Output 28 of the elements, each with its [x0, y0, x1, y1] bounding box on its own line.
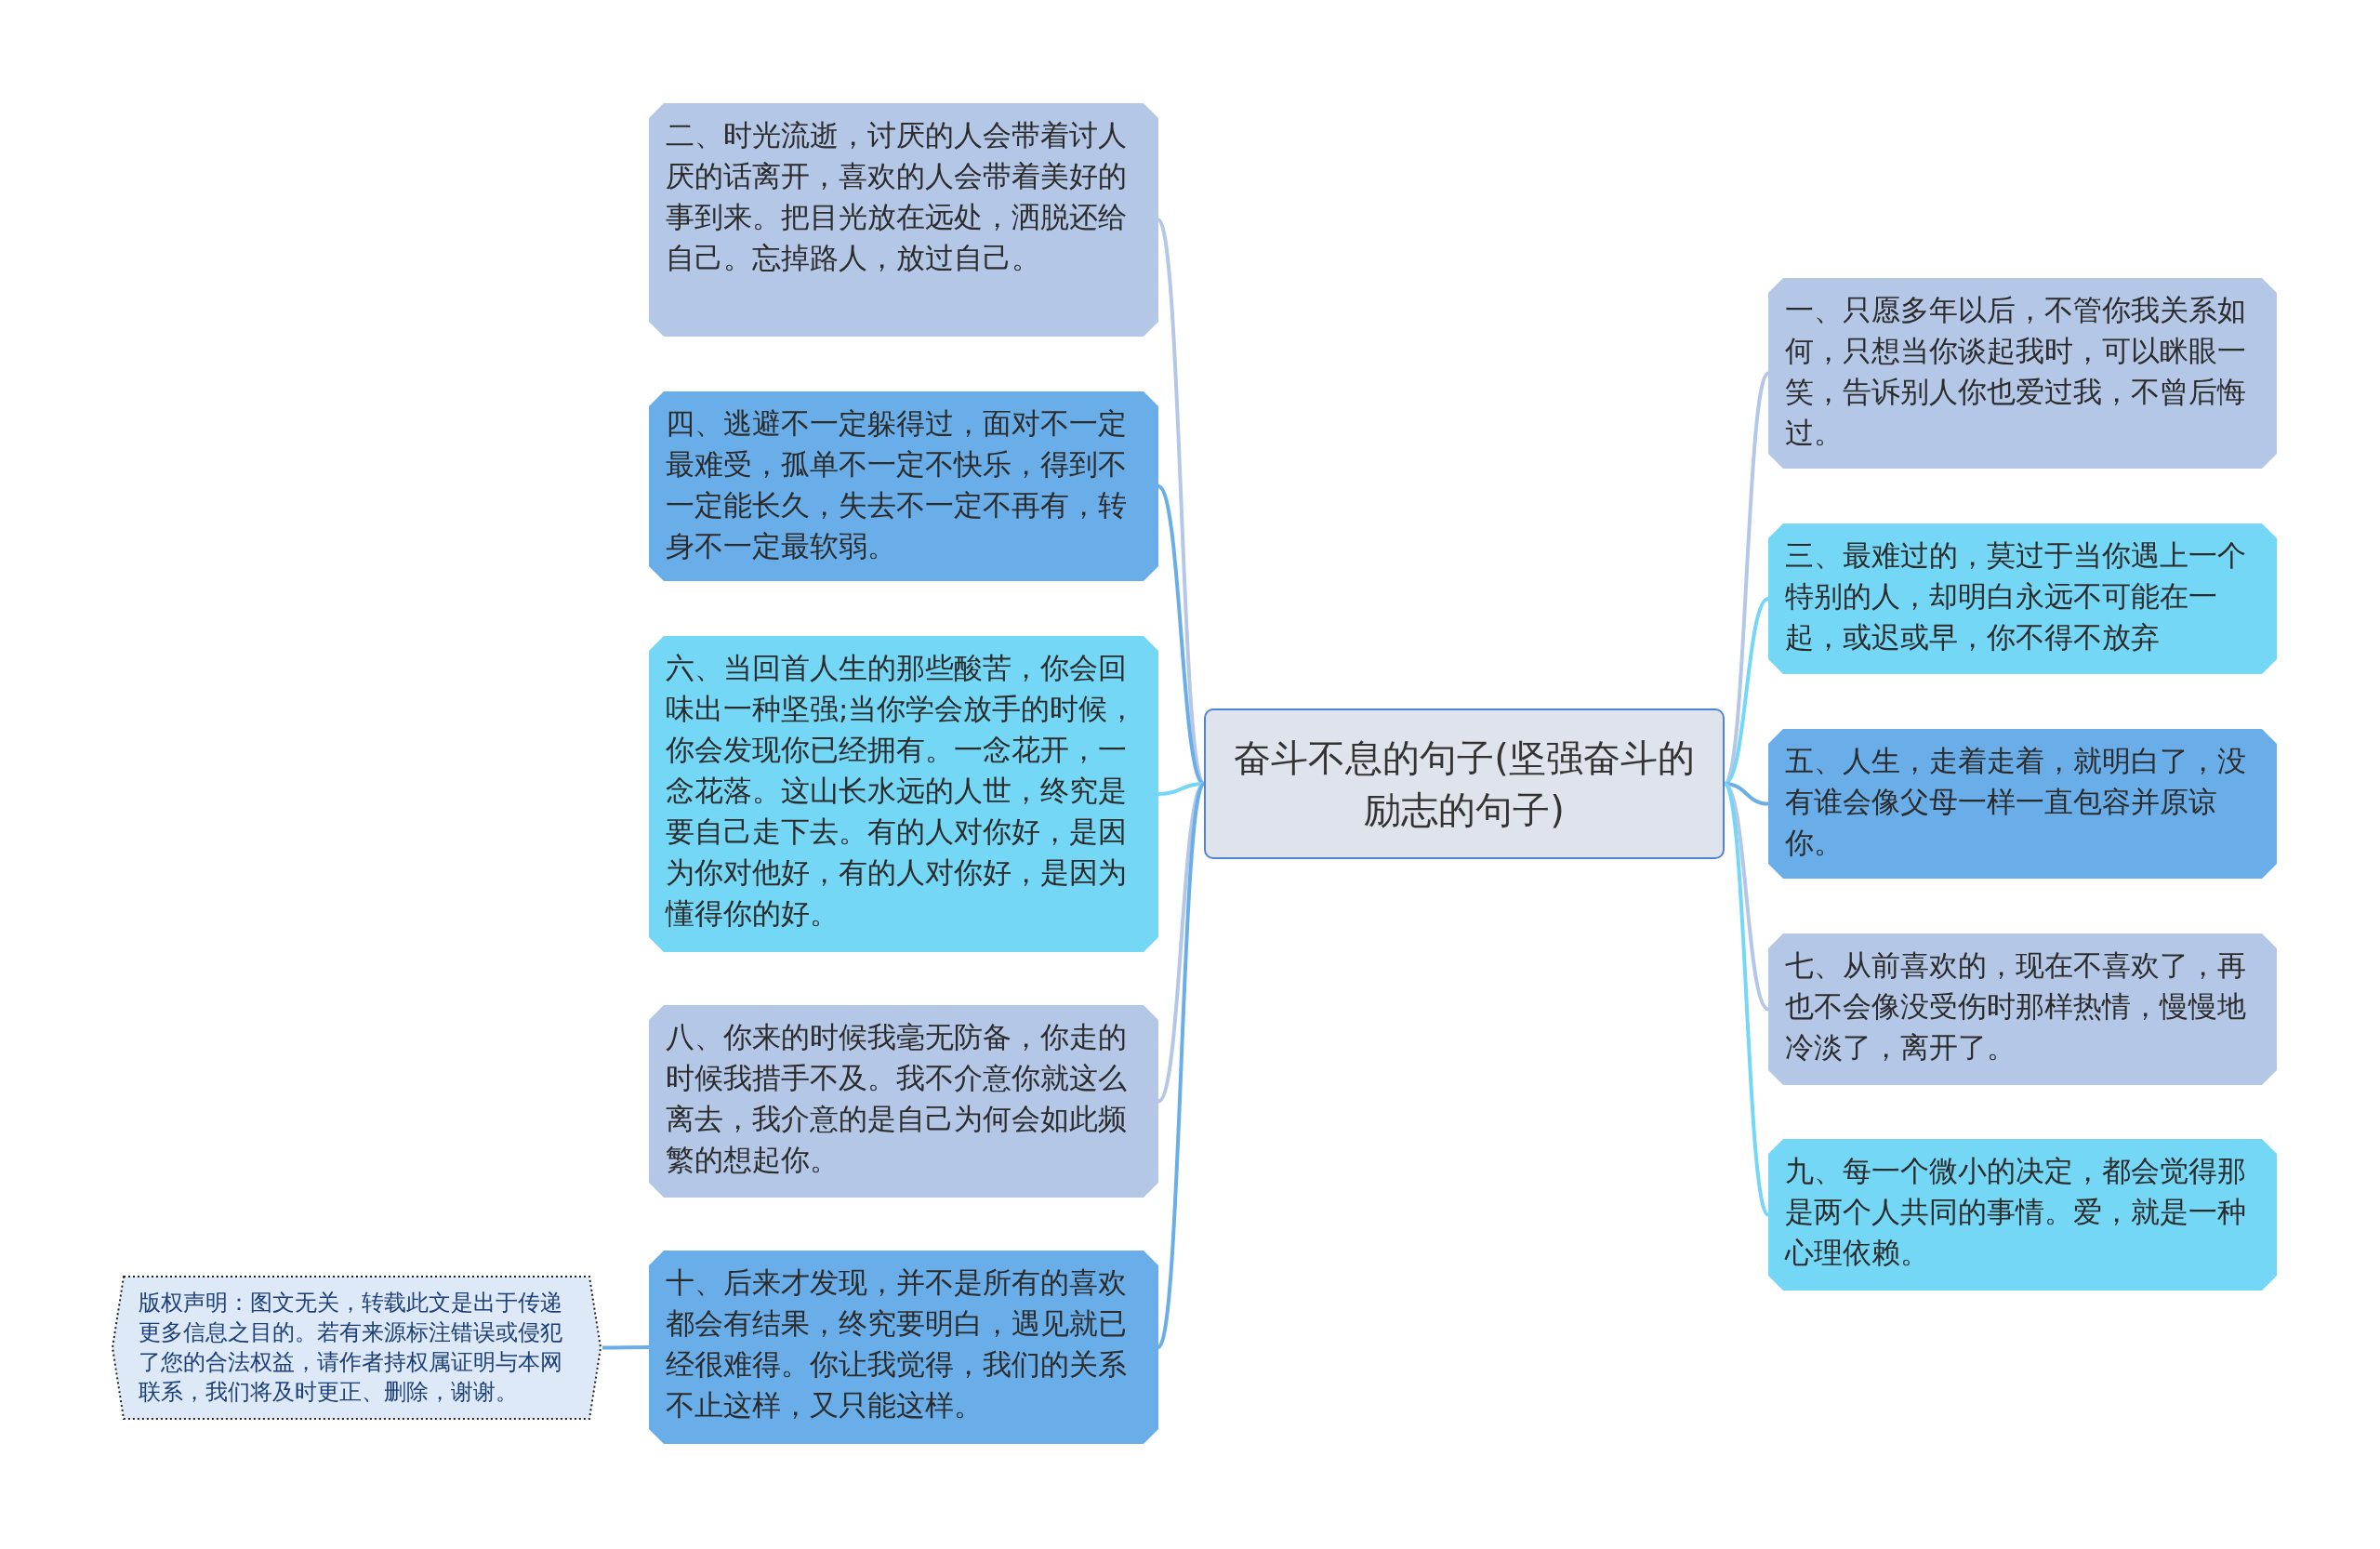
topic-text: 六、当回首人生的那些酸苦，你会回味出一种坚强;当你学会放手的时候，你会发现你已经拥有。一念花开，一念花落。这山长水远的人世，终究是要自己走下去。有的人对你好，是因为你对他好，有的人对你好，是因为懂得你的好。 [666, 650, 1138, 932]
topic-text: 二、时光流逝，讨厌的人会带着讨人厌的话离开，喜欢的人会带着美好的事到来。把目光放在远处，洒脱还给自己。忘掉路人，放过自己。 [666, 117, 1128, 276]
topic-box [649, 636, 1158, 952]
topic-text: 四、逃避不一定躲得过，面对不一定最难受，孤单不一定不快乐，得到不一定能长久，失去不一定不再有，转身不一定最软弱。 [666, 405, 1128, 564]
topic-box [649, 1251, 1158, 1444]
topic-text: 三、最难过的，莫过于当你遇上一个特别的人，却明白永远不可能在一起，或迟或早，你不得不放弃 [1785, 537, 2247, 655]
note-text: 版权声明：图文无关，转载此文是出于传递更多信息之目的。若有来源标注错误或侵犯了您的合法权益，请作者持权属证明与本网联系，我们将及时更正、删除，谢谢。 [139, 1289, 563, 1407]
topic-text: 一、只愿多年以后，不管你我关系如何，只想当你谈起我时，可以眯眼一笑，告诉别人你也爱过我，不曾后悔过。 [1785, 292, 2247, 451]
topic-text: 五、人生，走着走着，就明白了，没有谁会像父母一样一直包容并原谅你。 [1785, 743, 2247, 861]
topic-box [1768, 729, 2277, 879]
topic-box [649, 391, 1158, 581]
connector-line [1723, 782, 1770, 1216]
topic-text: 十、后来才发现，并不是所有的喜欢都会有结果，终究要明白，遇见就已经很难得。你让我觉得，我们的关系不止这样，又只能这样。 [666, 1264, 1128, 1423]
central-topic-box [1204, 708, 1725, 859]
central-topic-text: 奋斗不息的句子(坚强奋斗的励志的句子) [1233, 735, 1696, 833]
topic-box [649, 1005, 1158, 1198]
connector-line [1157, 782, 1205, 796]
connector-line [1724, 782, 1769, 806]
topic-text: 九、每一个微小的决定，都会觉得那是两个人共同的事情。爱，就是一种心理依赖。 [1785, 1153, 2247, 1271]
topic-box [649, 103, 1158, 337]
topic-box [1768, 278, 2277, 469]
topic-box [1768, 523, 2277, 674]
topic-box [1768, 933, 2277, 1085]
note-box [111, 1275, 602, 1421]
topic-text: 七、从前喜欢的，现在不喜欢了，再也不会像没受伤时那样热情，慢慢地冷淡了，离开了。 [1785, 947, 2247, 1066]
topic-text: 八、你来的时候我毫无防备，你走的时候我措手不及。我不介意你就这么离去，我介意的是自己为何会如此频繁的想起你。 [666, 1019, 1128, 1178]
topic-box [1768, 1139, 2277, 1291]
connector-line [602, 1345, 649, 1350]
